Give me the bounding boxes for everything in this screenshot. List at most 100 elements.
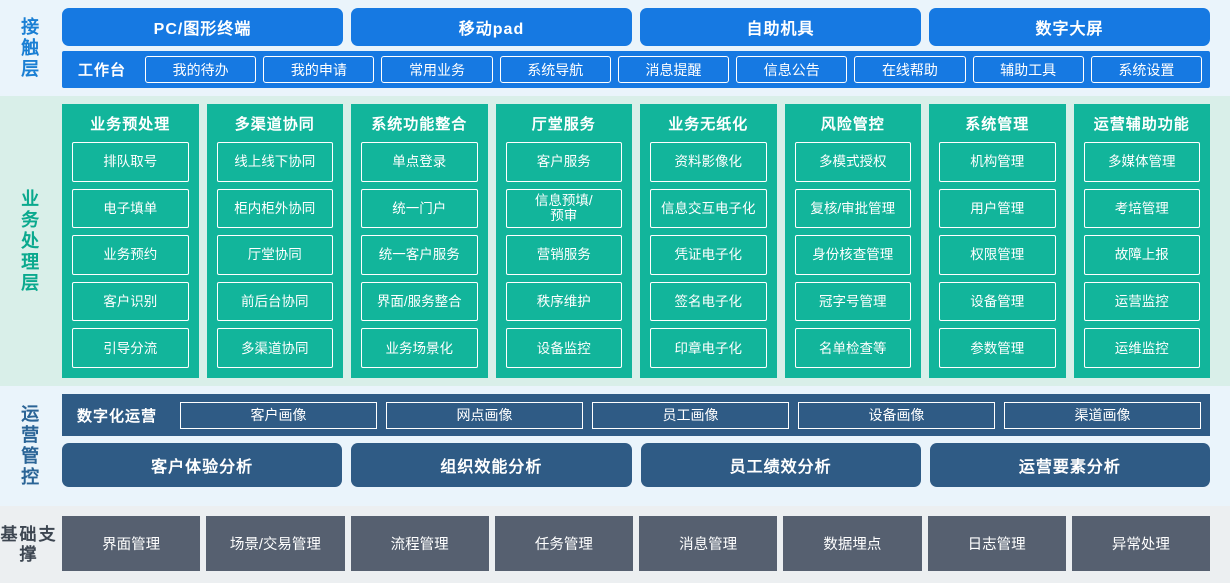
business-cell[interactable]: 界面/服务整合 <box>361 281 478 322</box>
business-column-lobby-service: 厅堂服务 客户服务 信息预填/ 预审 营销服务 秩序维护 设备监控 <box>495 104 632 378</box>
business-cell[interactable]: 运维监控 <box>1083 328 1200 368</box>
channel-row: PC/图形终端 移动pad 自助机具 数字大屏 <box>62 8 1210 47</box>
workbench-item-system-navigation[interactable]: 系统导航 <box>499 56 611 84</box>
business-cell[interactable]: 签名电子化 <box>650 281 767 322</box>
column-title: 业务预处理 <box>90 116 171 133</box>
operations-management-layer-label: 运营管控 <box>19 404 40 488</box>
business-column-multichannel-collaboration: 多渠道协同 线上线下协同 柜内柜外协同 厅堂协同 前后台协同 多渠道协同 <box>206 104 343 378</box>
column-title: 风险管控 <box>820 116 885 133</box>
foundation-item-task-management[interactable]: 任务管理 <box>494 516 633 571</box>
business-cell[interactable]: 印章电子化 <box>650 328 767 368</box>
foundation-item-scenario-transaction-management[interactable]: 场景/交易管理 <box>206 516 345 571</box>
business-cell[interactable]: 线上线下协同 <box>216 142 333 182</box>
column-title: 系统管理 <box>965 116 1030 133</box>
portrait-device[interactable]: 设备画像 <box>798 401 996 429</box>
business-cell[interactable]: 多渠道协同 <box>216 328 333 368</box>
business-cell[interactable]: 资料影像化 <box>650 142 767 182</box>
business-cell[interactable]: 统一客户服务 <box>361 235 478 275</box>
portrait-employee[interactable]: 员工画像 <box>592 401 790 429</box>
analysis-organizational-efficiency[interactable]: 组织效能分析 <box>351 443 632 487</box>
business-processing-layer-label: 业务处理层 <box>19 188 40 294</box>
foundation-item-row: 界面管理 场景/交易管理 流程管理 任务管理 消息管理 数据埋点 日志管理 异常… <box>62 516 1210 571</box>
business-cell[interactable]: 业务场景化 <box>361 328 478 368</box>
column-title: 运营辅助功能 <box>1093 116 1190 133</box>
foundation-item-ui-management[interactable]: 界面管理 <box>62 516 201 571</box>
business-cell[interactable]: 用户管理 <box>939 188 1056 229</box>
portrait-branch[interactable]: 网点画像 <box>386 401 584 429</box>
contact-layer-label: 接触层 <box>19 16 40 80</box>
column-title: 系统功能整合 <box>371 116 468 133</box>
business-cell[interactable]: 柜内柜外协同 <box>216 188 333 229</box>
business-cell[interactable]: 营销服务 <box>505 235 622 275</box>
foundation-support-layer: 基础支撑 界面管理 场景/交易管理 流程管理 任务管理 消息管理 数据埋点 日志… <box>0 506 1230 583</box>
analysis-employee-performance[interactable]: 员工绩效分析 <box>640 443 921 487</box>
channel-box-mobile-pad[interactable]: 移动pad <box>351 8 632 47</box>
foundation-item-message-management[interactable]: 消息管理 <box>639 516 778 571</box>
business-cell[interactable]: 复核/审批管理 <box>794 188 911 229</box>
business-cell[interactable]: 凭证电子化 <box>650 235 767 275</box>
analysis-operational-factors[interactable]: 运营要素分析 <box>929 443 1210 487</box>
portrait-customer[interactable]: 客户画像 <box>180 401 378 429</box>
foundation-item-log-management[interactable]: 日志管理 <box>927 516 1066 571</box>
business-cell[interactable]: 考培管理 <box>1083 188 1200 229</box>
workbench-item-announcement[interactable]: 信息公告 <box>736 56 848 84</box>
workbench-item-my-application[interactable]: 我的申请 <box>263 56 375 84</box>
business-cell[interactable]: 身份核查管理 <box>794 235 911 275</box>
business-cell[interactable]: 设备监控 <box>505 328 622 368</box>
business-column-row: 业务预处理 排队取号 电子填单 业务预约 客户识别 引导分流 多渠道协同 线上线… <box>62 104 1210 378</box>
business-column-risk-control: 风险管控 多模式授权 复核/审批管理 身份核查管理 冠字号管理 名单检查等 <box>784 104 921 378</box>
business-cell[interactable]: 设备管理 <box>939 281 1056 322</box>
analysis-customer-experience[interactable]: 客户体验分析 <box>62 443 343 487</box>
business-cell[interactable]: 客户服务 <box>505 142 622 182</box>
digital-operations-title: 数字化运营 <box>77 407 158 425</box>
foundation-item-data-tracking[interactable]: 数据埋点 <box>783 516 922 571</box>
column-title: 厅堂服务 <box>531 116 596 133</box>
business-cell[interactable]: 电子填单 <box>72 188 189 229</box>
business-cell[interactable]: 机构管理 <box>939 142 1056 182</box>
contact-layer-body: PC/图形终端 移动pad 自助机具 数字大屏 工作台 我的待办 我的申请 常用… <box>58 4 1230 92</box>
column-title: 业务无纸化 <box>668 116 749 133</box>
business-cell[interactable]: 名单检查等 <box>794 328 911 368</box>
business-cell[interactable]: 故障上报 <box>1083 235 1200 275</box>
business-processing-layer-body: 业务预处理 排队取号 电子填单 业务预约 客户识别 引导分流 多渠道协同 线上线… <box>58 96 1230 386</box>
business-column-operations-support: 运营辅助功能 多媒体管理 考培管理 故障上报 运营监控 运维监控 <box>1073 104 1210 378</box>
business-cell[interactable]: 单点登录 <box>361 142 478 182</box>
business-cell[interactable]: 秩序维护 <box>505 281 622 322</box>
foundation-item-exception-handling[interactable]: 异常处理 <box>1071 516 1210 571</box>
business-cell[interactable]: 厅堂协同 <box>216 235 333 275</box>
channel-box-digital-screen[interactable]: 数字大屏 <box>929 8 1210 47</box>
business-cell[interactable]: 运营监控 <box>1083 281 1200 322</box>
contact-layer: 接触层 PC/图形终端 移动pad 自助机具 数字大屏 工作台 我的待办 我的申… <box>0 0 1230 96</box>
business-cell[interactable]: 引导分流 <box>72 328 189 368</box>
operations-management-layer: 运营管控 数字化运营 客户画像 网点画像 员工画像 设备画像 渠道画像 客户体验… <box>0 386 1230 506</box>
workbench-bar: 工作台 我的待办 我的申请 常用业务 系统导航 消息提醒 信息公告 在线帮助 辅… <box>62 51 1210 88</box>
business-cell[interactable]: 多模式授权 <box>794 142 911 182</box>
workbench-item-system-settings[interactable]: 系统设置 <box>1090 56 1202 84</box>
business-cell[interactable]: 权限管理 <box>939 235 1056 275</box>
workbench-item-my-todo[interactable]: 我的待办 <box>145 56 257 84</box>
digital-operations-bar: 数字化运营 客户画像 网点画像 员工画像 设备画像 渠道画像 <box>62 394 1210 436</box>
workbench-item-utility-tools[interactable]: 辅助工具 <box>972 56 1084 84</box>
business-cell[interactable]: 业务预约 <box>72 235 189 275</box>
business-cell[interactable]: 冠字号管理 <box>794 281 911 322</box>
business-column-paperless: 业务无纸化 资料影像化 信息交互电子化 凭证电子化 签名电子化 印章电子化 <box>640 104 777 378</box>
business-cell[interactable]: 多媒体管理 <box>1083 142 1200 182</box>
business-cell[interactable]: 前后台协同 <box>216 281 333 322</box>
business-cell[interactable]: 统一门户 <box>361 188 478 229</box>
portrait-channel[interactable]: 渠道画像 <box>1004 401 1202 429</box>
business-cell[interactable]: 客户识别 <box>72 281 189 322</box>
business-cell[interactable]: 参数管理 <box>939 328 1056 368</box>
analysis-row: 客户体验分析 组织效能分析 员工绩效分析 运营要素分析 <box>62 443 1210 487</box>
workbench-item-common-business[interactable]: 常用业务 <box>381 56 493 84</box>
business-column-pre-processing: 业务预处理 排队取号 电子填单 业务预约 客户识别 引导分流 <box>62 104 199 378</box>
workbench-item-message-alert[interactable]: 消息提醒 <box>617 56 730 84</box>
channel-box-self-service[interactable]: 自助机具 <box>640 8 921 47</box>
workbench-item-online-help[interactable]: 在线帮助 <box>854 56 966 84</box>
business-cell[interactable]: 信息预填/ 预审 <box>505 188 622 229</box>
channel-box-pc[interactable]: PC/图形终端 <box>62 8 343 47</box>
business-cell[interactable]: 信息交互电子化 <box>650 188 767 229</box>
column-title: 多渠道协同 <box>234 116 315 133</box>
foundation-item-process-management[interactable]: 流程管理 <box>350 516 489 571</box>
business-cell[interactable]: 排队取号 <box>72 142 189 182</box>
